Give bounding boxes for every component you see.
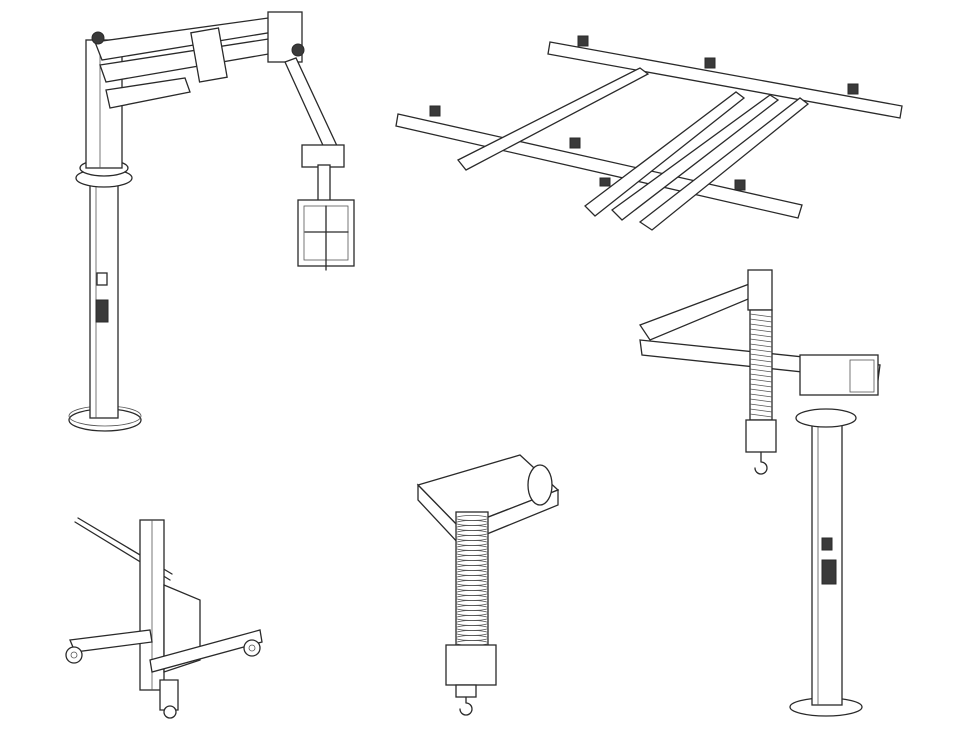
spring-coil <box>749 343 773 348</box>
spring-coil <box>749 318 773 323</box>
spring-coil <box>749 383 773 388</box>
spring-coil <box>749 393 773 398</box>
spring-coil <box>749 373 773 378</box>
spring-coil <box>749 398 773 403</box>
spring-coil <box>749 338 773 343</box>
hook-assembly <box>445 644 497 716</box>
hoist-spring <box>749 309 773 421</box>
spring-coil <box>749 313 773 318</box>
spring-coil <box>749 363 773 368</box>
spring-coil <box>749 368 773 373</box>
articulated-arm-manipulator-sketch <box>68 11 355 432</box>
spring-coil <box>749 408 773 413</box>
spring-coil <box>749 388 773 393</box>
spring-coil <box>749 413 773 418</box>
overhead-rail-frame-sketch <box>395 35 903 231</box>
jib-crane-sketch: (function(){var g=document.currentScript… <box>639 269 881 717</box>
spring-coil <box>749 403 773 408</box>
spring-coil <box>749 348 773 353</box>
spring-coil <box>749 353 773 358</box>
spring-coil <box>749 323 773 328</box>
spring-coil <box>749 333 773 338</box>
hoist-bellows <box>455 515 489 646</box>
spring-coil <box>749 328 773 333</box>
spring-coil <box>749 378 773 383</box>
mobile-lift-cart-sketch <box>65 517 263 719</box>
spring-coil <box>749 358 773 363</box>
